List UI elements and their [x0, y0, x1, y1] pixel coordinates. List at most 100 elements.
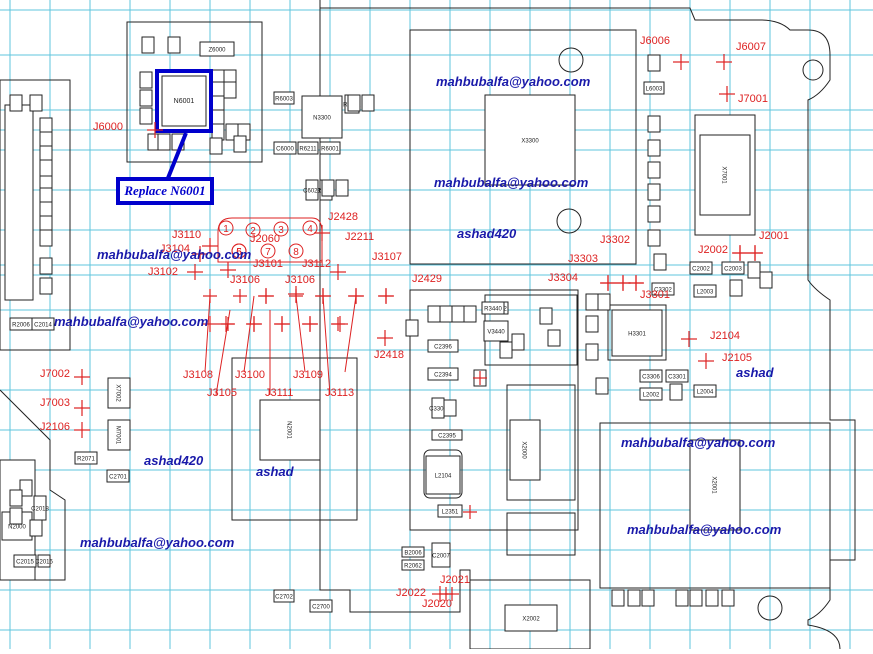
pin-label: 1 — [223, 224, 229, 235]
component-z6000: Z6000 — [199, 41, 235, 57]
smd-part — [511, 333, 525, 351]
test-point-label: J3113 — [325, 387, 354, 399]
component-label: C2701 — [109, 475, 127, 481]
smd-part — [451, 305, 465, 323]
component-r6003: R6003 — [273, 91, 295, 105]
watermark-text: ashad420 — [457, 226, 517, 241]
smd-part — [653, 253, 667, 271]
test-point-j3102: J3102 — [148, 264, 203, 280]
test-point-label: J3106 — [230, 274, 260, 286]
component-x2002: X2002 — [504, 604, 558, 632]
pin-4: 4 — [302, 220, 318, 236]
component-label: C2018 — [31, 507, 49, 513]
test-point-j2020: J2020 — [422, 598, 452, 610]
test-point-j2418: J2418 — [374, 330, 404, 361]
component-c2016: C2016 — [35, 554, 54, 568]
component-c2015: C2015 — [13, 554, 37, 568]
test-point-label: J3108 — [183, 369, 213, 381]
test-point-label: J3109 — [293, 369, 323, 381]
component-label: L2104 — [435, 474, 452, 480]
component-label: L2351 — [442, 510, 459, 516]
callout-leader — [166, 132, 188, 179]
component-c3306: C3306 — [639, 369, 663, 383]
watermark-text: mahbubalfa@yahoo.com — [54, 314, 209, 329]
component-l6003: L6003 — [643, 81, 665, 95]
smd-part — [405, 319, 419, 337]
component-label: L2002 — [643, 393, 660, 399]
test-point-label: J2021 — [440, 574, 470, 586]
component-c6000: C6000 — [273, 141, 297, 155]
replace-callout: Replace N6001 — [116, 177, 214, 205]
component-label: X2000 — [521, 441, 527, 459]
pin-label: 8 — [293, 247, 299, 258]
smd-part — [29, 94, 43, 112]
smd-part — [361, 94, 375, 112]
component-label: L6003 — [646, 87, 663, 93]
component-r2071: R2071 — [74, 451, 98, 465]
test-point-label: J2211 — [345, 231, 374, 243]
test-point-label: J2001 — [759, 230, 789, 242]
test-point-label: J2105 — [722, 352, 752, 364]
component-n3300: N3300 — [301, 95, 343, 139]
smd-part — [499, 341, 513, 359]
test-point-j2211: J2211 — [330, 231, 374, 280]
smd-part — [647, 161, 661, 179]
test-point-j2104: J2104 — [681, 330, 740, 347]
smd-part — [157, 133, 171, 151]
test-point-j3106: J3106 — [230, 274, 274, 304]
test-point-j3301: J3301 — [640, 289, 670, 301]
test-point-j6006: J6006 — [640, 35, 689, 70]
component-label: C2700 — [312, 605, 330, 611]
smd-part — [675, 589, 689, 607]
smd-part — [139, 107, 153, 125]
test-point-label: J2022 — [396, 587, 426, 599]
smd-part — [647, 205, 661, 223]
smd-part — [627, 589, 641, 607]
component-h3301: H3301 — [611, 309, 663, 357]
smd-part — [427, 305, 441, 323]
smd-part — [9, 489, 23, 507]
smd-part — [759, 271, 773, 289]
test-point-label: J3111 — [265, 387, 293, 399]
smd-part — [689, 589, 703, 607]
smd-part — [233, 135, 247, 153]
smd-part — [641, 589, 655, 607]
test-point-j2106: J2106 — [40, 421, 90, 438]
smd-part — [139, 71, 153, 89]
test-point-label: J3105 — [207, 387, 237, 399]
component-r2006: R2006 — [9, 317, 33, 331]
component-c2396: C2396 — [427, 339, 459, 353]
test-point-j6007: J6007 — [716, 41, 766, 70]
test-point-j3104: J3104 — [160, 243, 208, 262]
component-label: Z6000 — [208, 48, 226, 54]
test-point-label: J3303 — [568, 253, 598, 265]
smd-part — [647, 139, 661, 157]
test-point-label: J3304 — [548, 272, 578, 284]
component-c2702: C2702 — [273, 589, 295, 603]
highlighted-ic-n6001: N6001 — [155, 69, 213, 179]
component-layer: X3300N3300H3301V3440X2002X2000X2001N2001… — [1, 36, 773, 632]
n6001-label: N6001 — [174, 98, 195, 105]
smd-part — [141, 36, 155, 54]
test-point-label: J6000 — [93, 121, 123, 133]
component-x2000: X2000 — [509, 419, 541, 481]
component-label: X2002 — [522, 617, 540, 623]
smd-part — [139, 89, 153, 107]
smd-part — [747, 261, 761, 279]
watermark-text: mahbubalfa@yahoo.com — [80, 535, 235, 550]
test-point-label: J3101 — [253, 258, 283, 270]
test-point-label: J6007 — [736, 41, 766, 53]
smd-part — [585, 343, 599, 361]
watermark-text: mahbubalfa@yahoo.com — [434, 175, 589, 190]
test-point-j7003: J7003 — [40, 397, 90, 416]
pin-label: 3 — [278, 225, 284, 236]
smd-part — [647, 115, 661, 133]
watermark-text: mahbubalfa@yahoo.com — [627, 522, 782, 537]
component-label: R6001 — [321, 147, 339, 153]
component-x3300: X3300 — [484, 94, 576, 186]
component-label: C3300 — [429, 407, 447, 413]
component-v3440: V3440 — [483, 320, 509, 342]
component-label: C3306 — [642, 375, 660, 381]
